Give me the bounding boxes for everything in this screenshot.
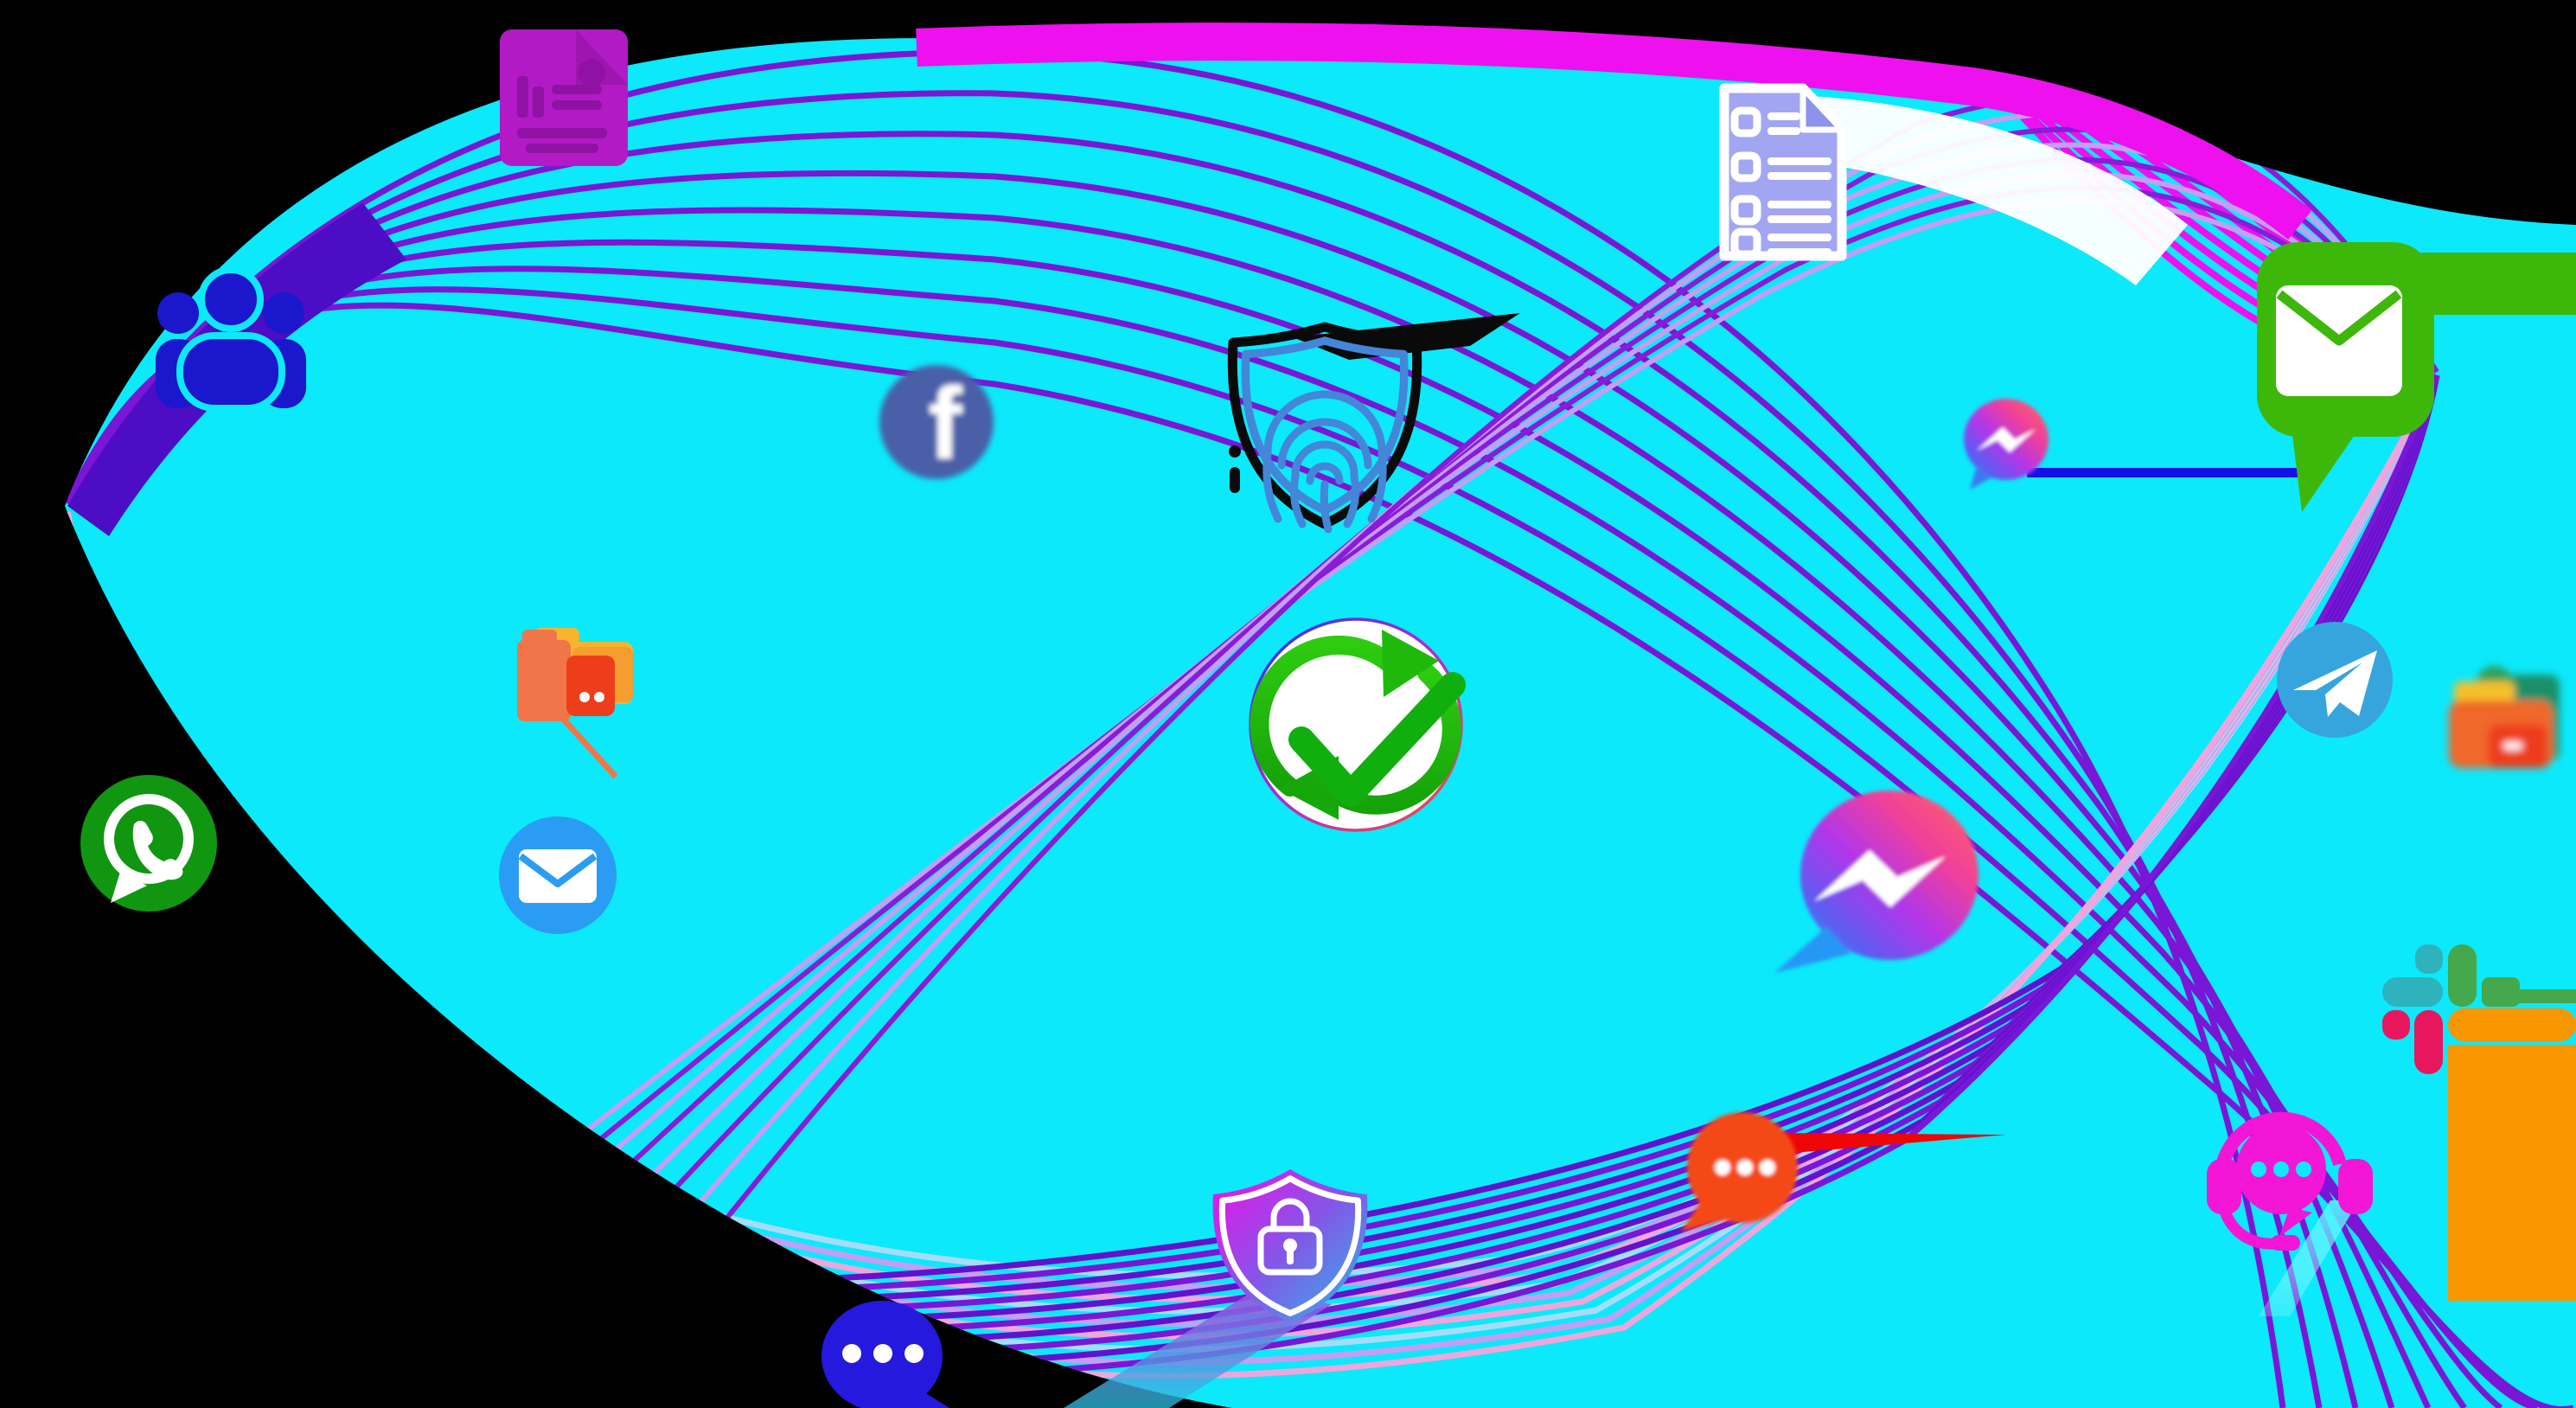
green-mail-bubble-icon[interactable] bbox=[2257, 242, 2576, 512]
chat-bubble-orange-icon[interactable] bbox=[1681, 1112, 2006, 1232]
blue-mail-icon[interactable] bbox=[499, 816, 617, 934]
chat-bubble-blue-icon[interactable] bbox=[821, 1301, 949, 1408]
people-group-icon[interactable] bbox=[156, 266, 306, 412]
decor-curve bbox=[266, 185, 2439, 1408]
decor-curve bbox=[369, 157, 2439, 1408]
orange-block bbox=[2448, 1045, 2576, 1301]
decor-curve bbox=[318, 171, 2439, 1408]
svg-text:f: f bbox=[928, 367, 962, 481]
red-swoosh bbox=[1773, 1133, 2006, 1155]
facebook-icon[interactable]: f bbox=[879, 365, 994, 481]
white-top-wedge bbox=[1794, 95, 2188, 285]
messenger-small-icon[interactable] bbox=[1964, 399, 2049, 490]
magenta-top-band bbox=[916, 22, 2312, 240]
blue-connector-line bbox=[2027, 468, 2302, 477]
report-document-icon[interactable] bbox=[500, 29, 628, 166]
telegram-icon[interactable] bbox=[2277, 622, 2393, 738]
lock-shield-icon[interactable] bbox=[1064, 1169, 1368, 1408]
folder-stack-icon[interactable] bbox=[517, 628, 633, 779]
checklist-document-icon[interactable] bbox=[1719, 83, 1847, 261]
fingerprint-shield-icon[interactable] bbox=[1227, 313, 1520, 534]
messenger-icon[interactable] bbox=[1774, 790, 1978, 973]
folder-stack-small-icon[interactable] bbox=[2449, 666, 2560, 768]
support-headset-icon[interactable] bbox=[2207, 1079, 2373, 1316]
decor-curve bbox=[65, 286, 2538, 1408]
whatsapp-icon[interactable] bbox=[80, 775, 217, 912]
gradient-trail bbox=[1064, 1293, 1332, 1408]
slack-icon[interactable] bbox=[2382, 944, 2576, 1301]
sync-check-badge[interactable] bbox=[1249, 618, 1466, 832]
decor-curve bbox=[65, 302, 2574, 1408]
cyan-streak bbox=[2259, 1200, 2359, 1316]
